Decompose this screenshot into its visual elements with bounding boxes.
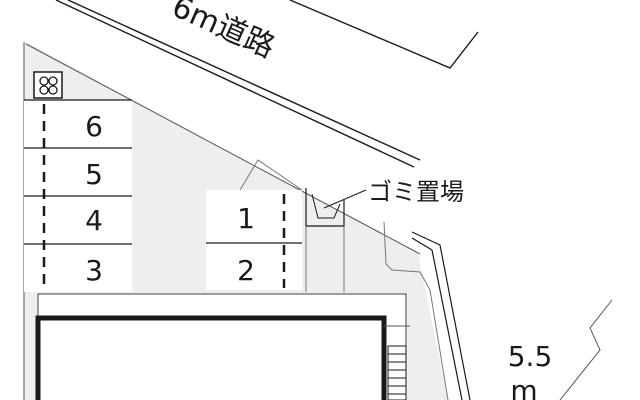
parking-area-center [206, 190, 302, 290]
road-edge-top-inner [55, 0, 415, 168]
parking-number-5: 5 [85, 158, 103, 191]
road-edge-right-far [559, 299, 613, 400]
road-edge-right-2 [411, 237, 463, 400]
parking-number-2: 2 [237, 254, 255, 287]
road-edge-top-far [289, 0, 479, 69]
garbage-area [305, 188, 345, 227]
road-top-label: 6m道路 [167, 0, 280, 65]
parking-number-4: 4 [85, 204, 103, 237]
lot-boundary-diagonal [25, 43, 421, 255]
lot-edge-triangle [239, 159, 303, 191]
parking-number-1: 1 [237, 202, 255, 235]
parking-number-3: 3 [85, 254, 103, 287]
garbage-leader [323, 189, 367, 209]
garbage-label: ゴミ置場 [368, 178, 464, 206]
road-edge-top-outer [67, 0, 421, 161]
gas-meter-icon [33, 71, 63, 99]
building [35, 315, 387, 400]
garbage-area-inner [311, 193, 341, 219]
road-right-width-unit: m [510, 374, 537, 400]
road-edge-right-1 [411, 231, 471, 400]
road-right-width-value: 5.5 [508, 340, 553, 373]
parking-number-6: 6 [85, 110, 103, 143]
road-edge-right-3 [383, 221, 449, 400]
